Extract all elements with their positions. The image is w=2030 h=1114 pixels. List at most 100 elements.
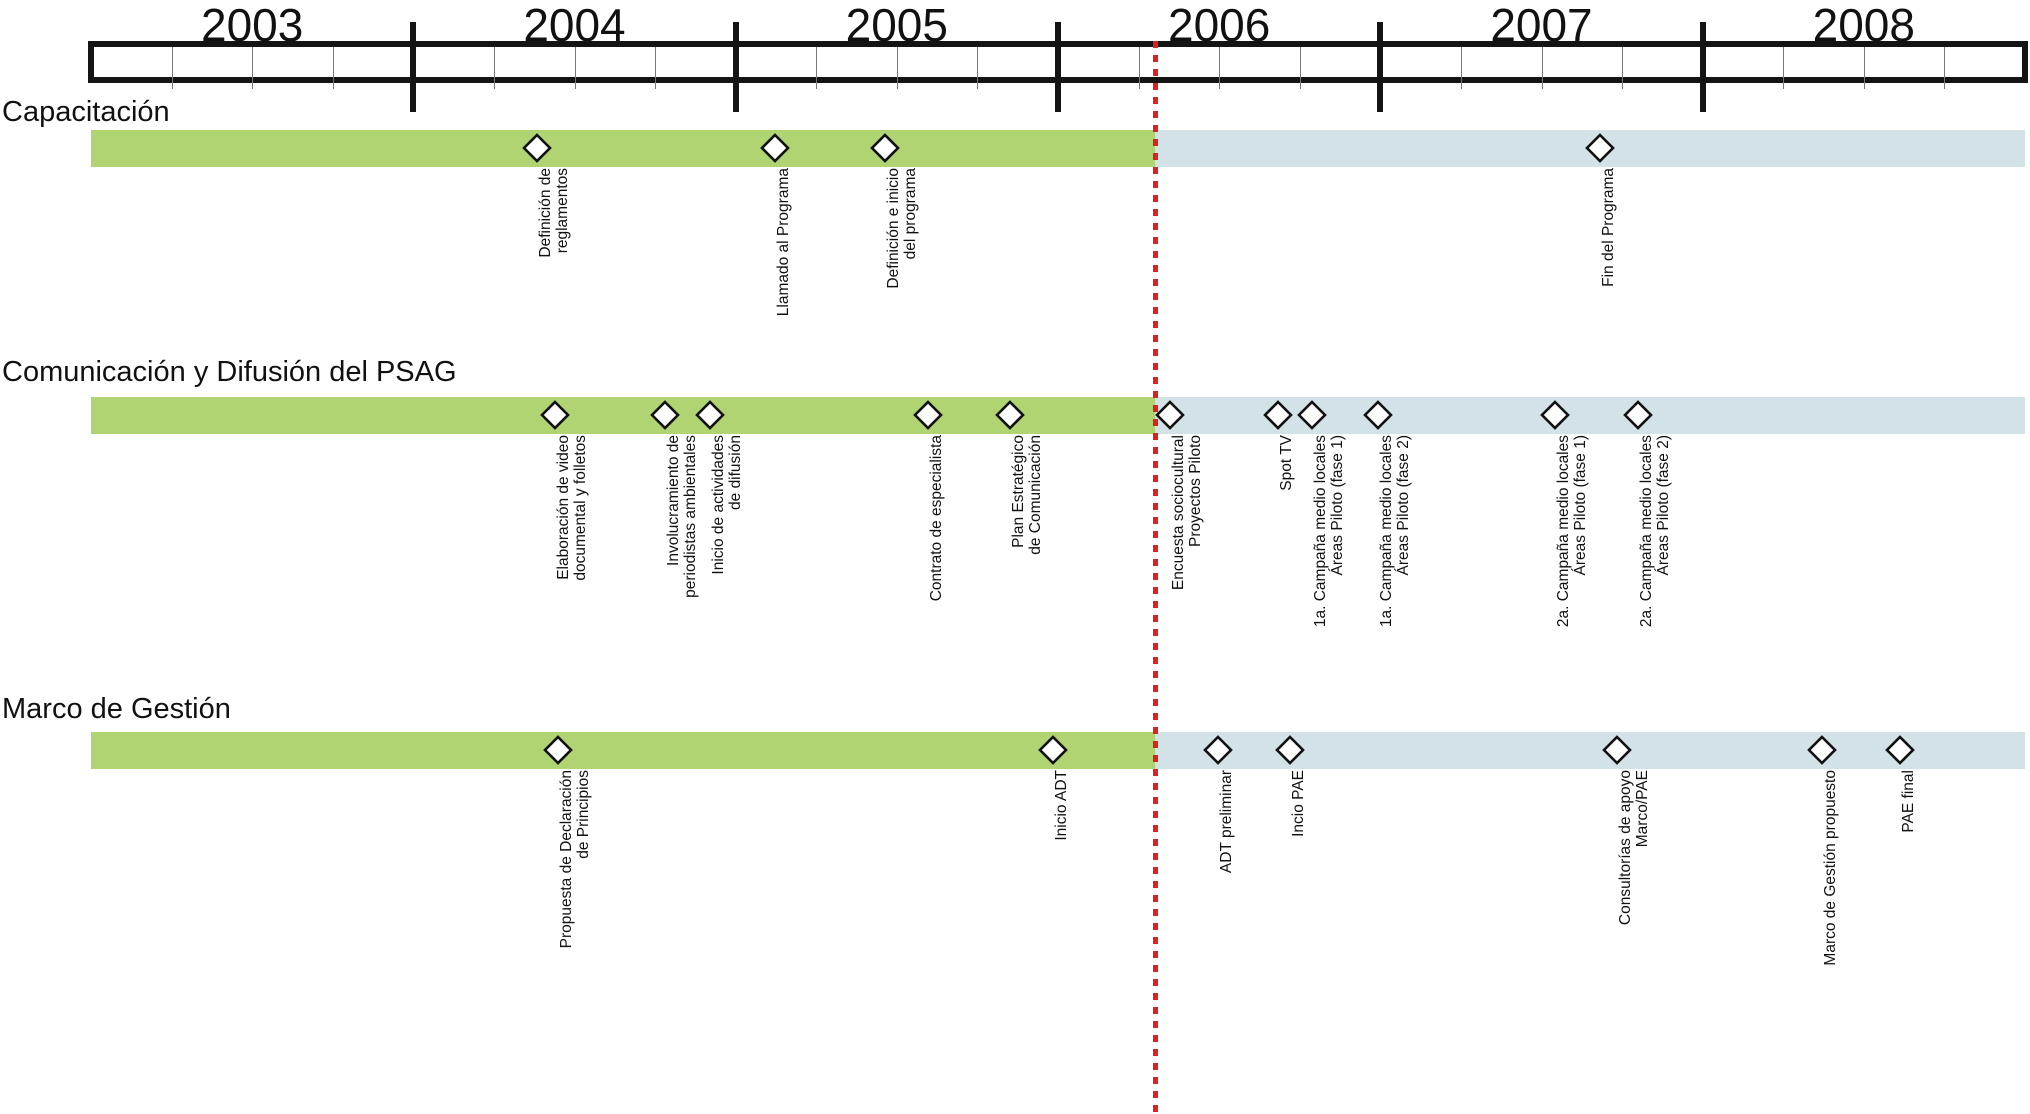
milestone-label-line1: Propuesta de Declaración <box>558 770 575 949</box>
diamond-icon <box>1540 400 1570 430</box>
axis-start-cap <box>88 41 94 83</box>
lane-title-comunicacion: Comunicación y Difusión del PSAG <box>2 356 457 388</box>
year-label-2003: 2003 <box>200 0 304 51</box>
year-boundary-tick <box>1377 22 1384 112</box>
current-date-line <box>1153 41 1158 1114</box>
bar-segment-completed <box>91 397 1155 434</box>
quarter-tick <box>1460 47 1462 89</box>
quarter-tick <box>1622 47 1624 89</box>
milestone-label-line1: Spot TV <box>1278 435 1295 491</box>
milestone-label-line2: Marco/PAE <box>1634 770 1651 848</box>
milestone-label-line1: Elaboración de video <box>555 435 572 580</box>
quarter-tick <box>655 47 657 89</box>
quarter-tick <box>332 47 334 89</box>
diamond-icon <box>1363 400 1393 430</box>
diamond-icon <box>1602 735 1632 765</box>
milestone-label-line2: de difusión <box>727 435 744 510</box>
year-boundary-tick <box>1055 22 1061 112</box>
milestone-label-line1: Inicio ADT <box>1053 770 1070 841</box>
diamond-icon <box>695 400 725 430</box>
year-label-2007: 2007 <box>1490 0 1593 51</box>
diamond-icon <box>1203 735 1233 765</box>
diamond-icon <box>995 400 1025 430</box>
milestone-label-line1: Fin del Programa <box>1600 168 1617 287</box>
diamond-icon <box>870 133 900 163</box>
diamond-icon <box>1885 735 1915 765</box>
diamond-icon <box>913 400 943 430</box>
quarter-tick <box>493 47 495 89</box>
milestone-label-line2: reglamentos <box>554 168 571 254</box>
milestone-label: ADT preliminar <box>1218 770 1235 873</box>
diamond-icon <box>522 133 552 163</box>
milestone-label-line1: Contrato de especialista <box>928 435 945 602</box>
quarter-tick <box>574 47 576 89</box>
quarter-tick <box>896 47 898 89</box>
milestone-label: Llamado al Programa <box>775 168 792 316</box>
quarter-tick <box>171 47 173 89</box>
diamond-icon <box>1807 735 1837 765</box>
diamond-icon <box>650 400 680 430</box>
quarter-tick <box>816 47 818 89</box>
bar-segment-completed <box>91 732 1155 769</box>
lane-bar-comunicacion <box>91 397 2025 434</box>
milestone-label-line2: del programa <box>902 168 919 260</box>
milestone-label-line1: PAE final <box>1900 770 1917 833</box>
milestone-label-line2: documental y folletos <box>572 435 589 581</box>
diamond-icon <box>760 133 790 163</box>
diamond-icon <box>1263 400 1293 430</box>
milestone-label-line1: 2a. Campaña medio locales <box>1638 435 1655 628</box>
milestone-label-line1: Consultorías de apoyo <box>1617 770 1634 926</box>
year-label-2004: 2004 <box>523 0 626 51</box>
year-boundary-tick <box>732 22 739 112</box>
diamond-icon <box>543 735 573 765</box>
lane-title-capacitacion: Capacitación <box>2 96 170 128</box>
quarter-tick <box>1863 47 1865 89</box>
quarter-tick <box>252 47 254 89</box>
milestone-label-line1: Encuesta sociocultural <box>1170 435 1187 591</box>
milestone-label-line2: periodistas ambientales <box>682 435 699 598</box>
milestone-label-line1: 1a. Campaña medio locales <box>1312 435 1329 628</box>
year-boundary-tick <box>1699 22 1706 112</box>
quarter-tick <box>1138 47 1140 89</box>
milestone-label-line1: Marco de Gestión propuesto <box>1822 770 1839 966</box>
milestone-label-line2: Áreas Piloto (fase 1) <box>1572 435 1589 576</box>
milestone-label-line1: Definición de <box>537 168 554 258</box>
milestone-label: Contrato de especialista <box>928 435 945 601</box>
milestone-label-line1: Llamado al Programa <box>775 168 792 317</box>
milestone-label-line2: Áreas Piloto (fase 2) <box>1395 435 1412 576</box>
diamond-icon <box>1297 400 1327 430</box>
quarter-tick <box>1783 47 1785 89</box>
milestone-label: Inicio ADT <box>1053 770 1070 841</box>
lane-bar-capacitacion <box>91 130 2025 167</box>
milestone-label: PAE final <box>1900 770 1917 833</box>
bar-segment-completed <box>91 130 1155 167</box>
diamond-icon <box>1623 400 1653 430</box>
year-label-2006: 2006 <box>1167 0 1271 51</box>
diamond-icon <box>540 400 570 430</box>
milestone-label-line2: Proyectos Piloto <box>1187 435 1204 547</box>
milestone-label: Fin del Programa <box>1600 168 1617 287</box>
milestone-label-line1: 1a. Campaña medio locales <box>1378 435 1395 628</box>
milestone-label-line1: Definición e inicio <box>885 168 902 289</box>
milestone-label-line2: Áreas Piloto (fase 1) <box>1329 435 1346 576</box>
milestone-label-line1: Plan Estratégico <box>1010 435 1027 548</box>
year-label-2008: 2008 <box>1812 0 1915 51</box>
quarter-tick <box>1299 47 1301 89</box>
milestone-label-line1: ADT preliminar <box>1218 770 1235 874</box>
milestone-label: Incio PAE <box>1290 770 1307 837</box>
milestone-label-line1: 2a. Campaña medio locales <box>1555 435 1572 628</box>
diamond-icon <box>1155 400 1185 430</box>
